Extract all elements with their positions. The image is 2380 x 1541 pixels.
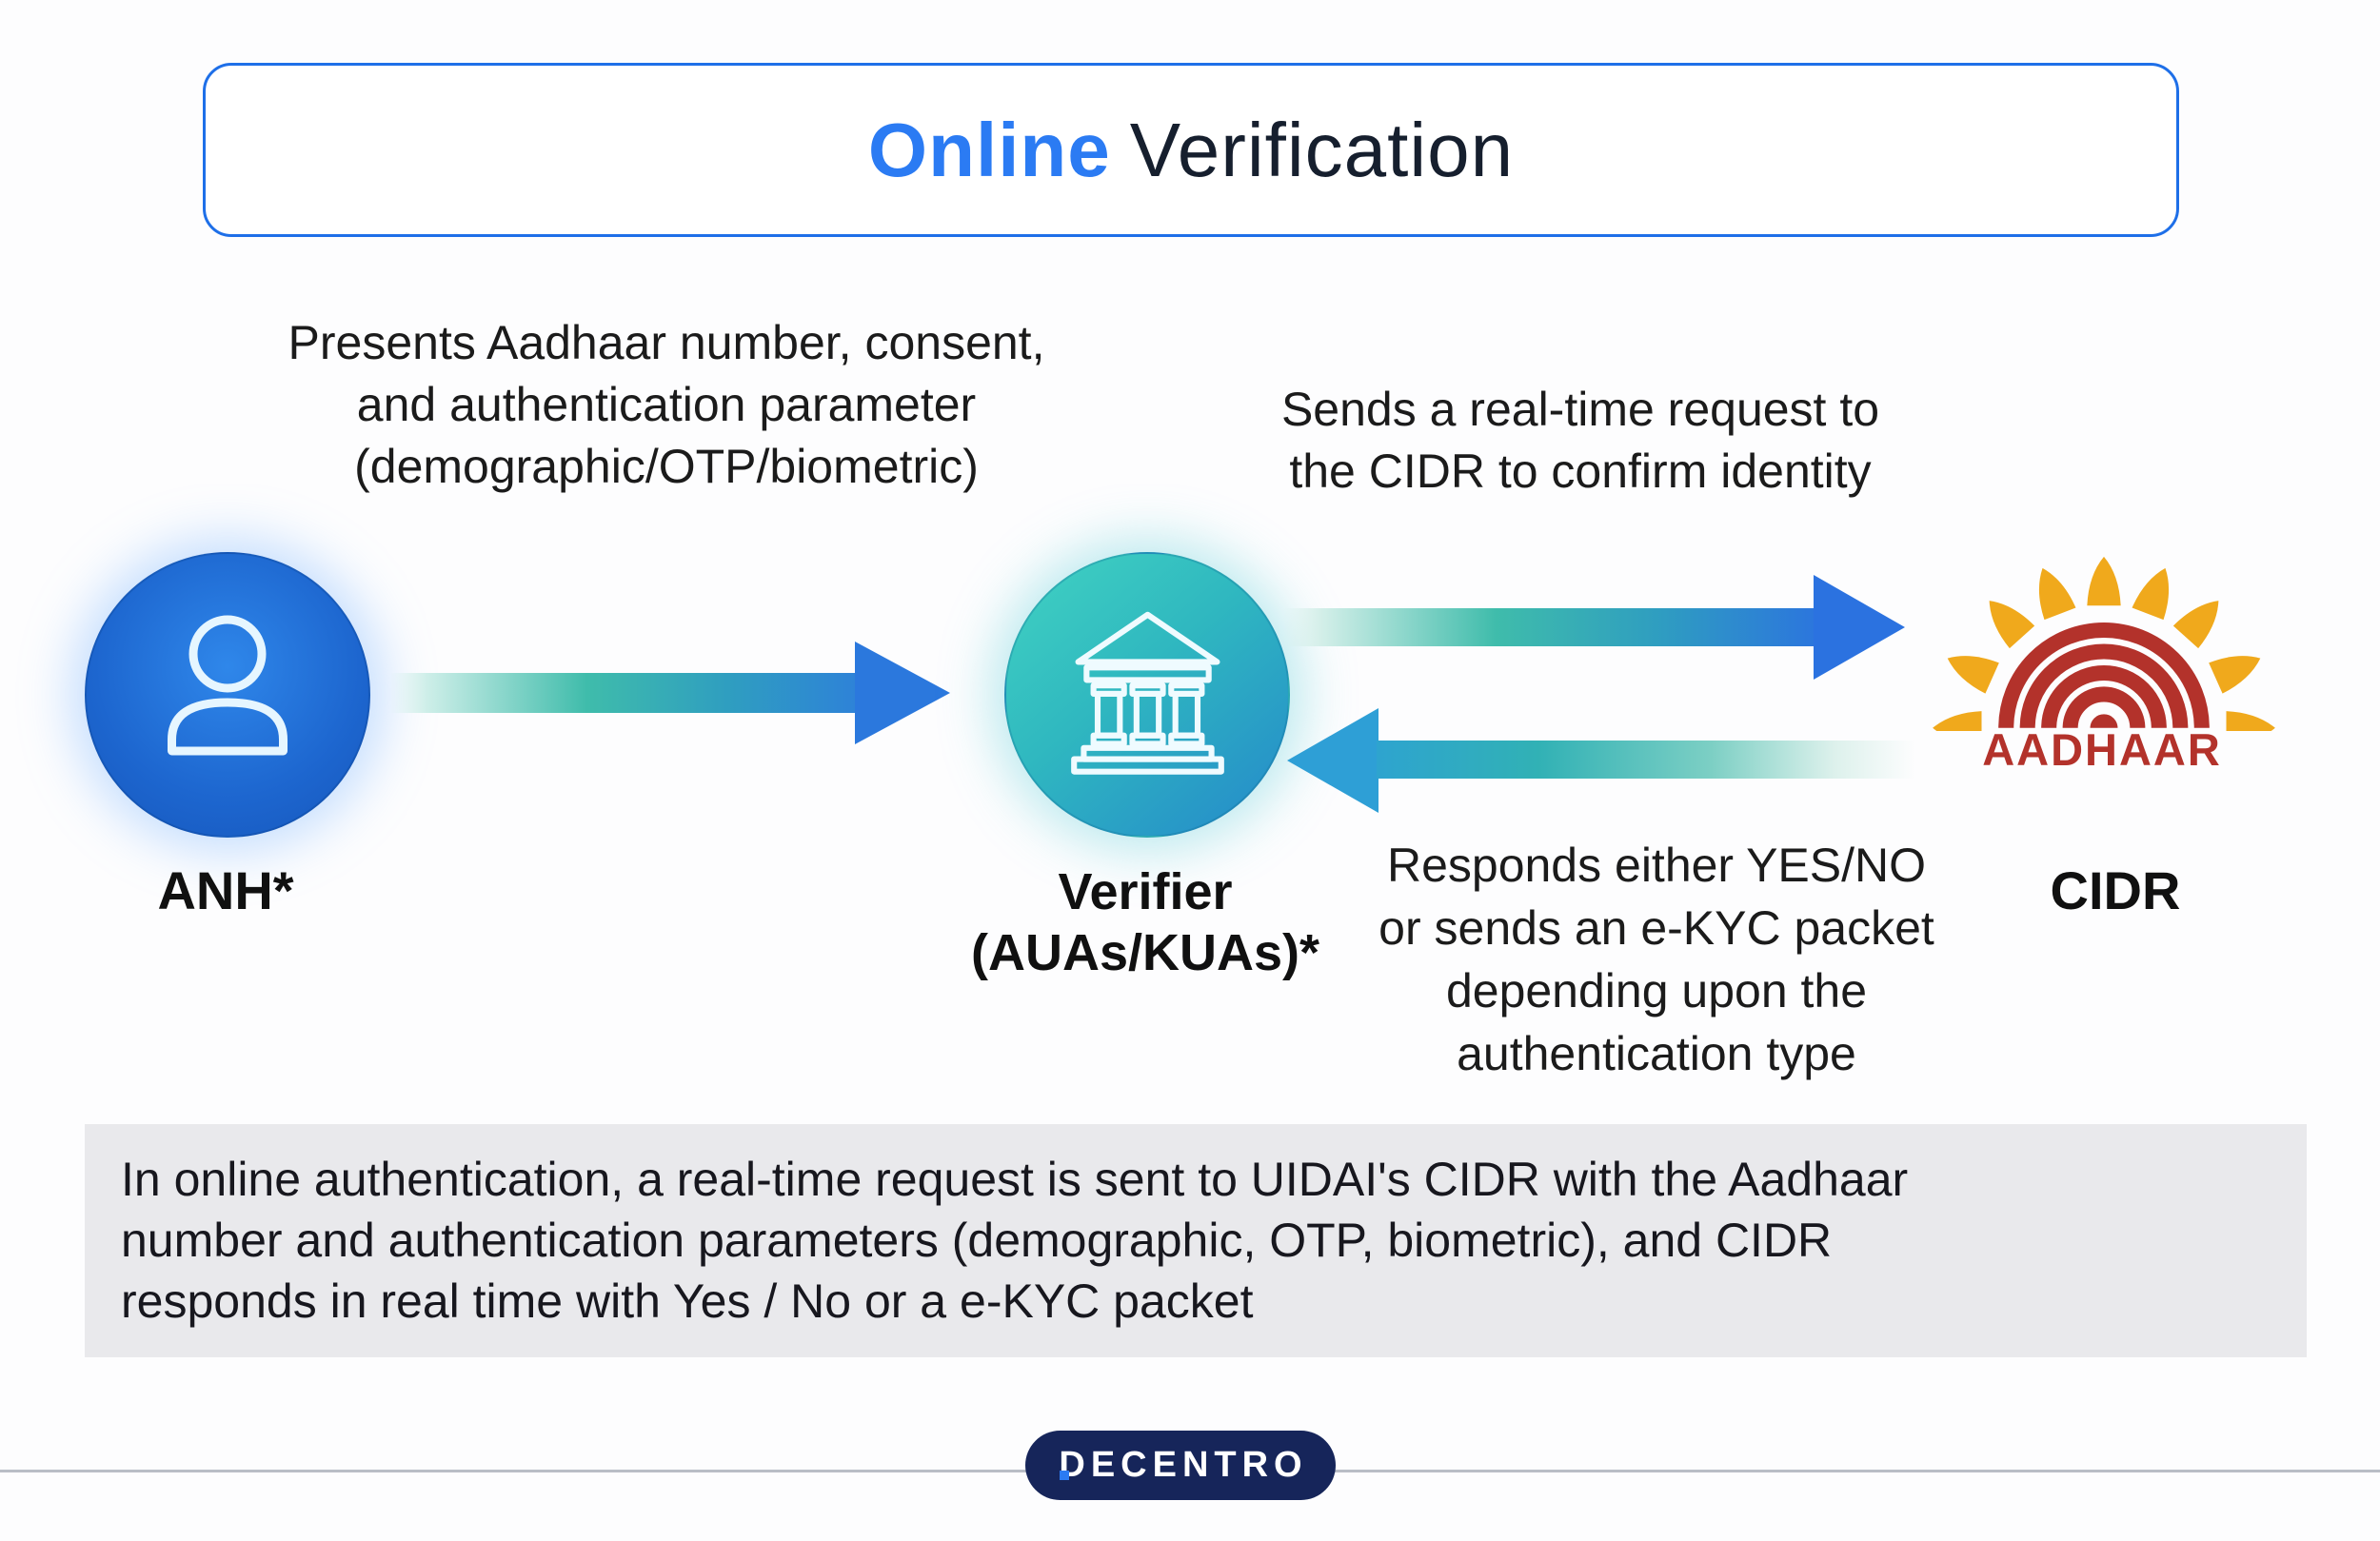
arrow-anh-to-verifier-body [390, 673, 859, 713]
summary-box: In online authentication, a real-time re… [85, 1124, 2307, 1357]
summary-text: In online authentication, a real-time re… [121, 1153, 1909, 1328]
brand-logo-dot-icon [1060, 1471, 1069, 1480]
cidr-node-label: CIDR [2050, 860, 2181, 920]
person-icon [156, 614, 299, 776]
arrow-verifier-to-cidr-head [1814, 575, 1905, 680]
anh-node-label: ANH* [157, 860, 294, 920]
page-title-rest: Verification [1129, 107, 1515, 192]
page-title-highlight: Online [867, 107, 1111, 192]
presents-flow-label: Presents Aadhaar number, consent, and au… [288, 316, 1045, 493]
verifier-node-circle [1004, 552, 1290, 838]
sends-flow-label: Sends a real-time request to the CIDR to… [1280, 383, 1880, 498]
aadhaar-wordmark: AADHAAR [1982, 724, 2222, 775]
arrow-verifier-to-cidr-body [1283, 608, 1815, 646]
verifier-node-label: Verifier (AUAs/KUAs)* [970, 863, 1320, 981]
brand-logo-pill: DECENTRO [1025, 1431, 1336, 1500]
arrow-cidr-to-verifier-body [1377, 741, 1915, 779]
arrow-anh-to-verifier-head [855, 642, 950, 744]
arrow-cidr-to-verifier-head [1287, 708, 1378, 813]
responds-flow-label: Responds either YES/NO or sends an e-KYC… [1378, 839, 1934, 1080]
bank-icon [1064, 606, 1231, 783]
aadhaar-logo [1928, 529, 2280, 792]
anh-node-circle [85, 552, 370, 838]
brand-logo-text: DECENTRO [1059, 1445, 1308, 1485]
fingerprint-arcs [1998, 622, 2210, 729]
